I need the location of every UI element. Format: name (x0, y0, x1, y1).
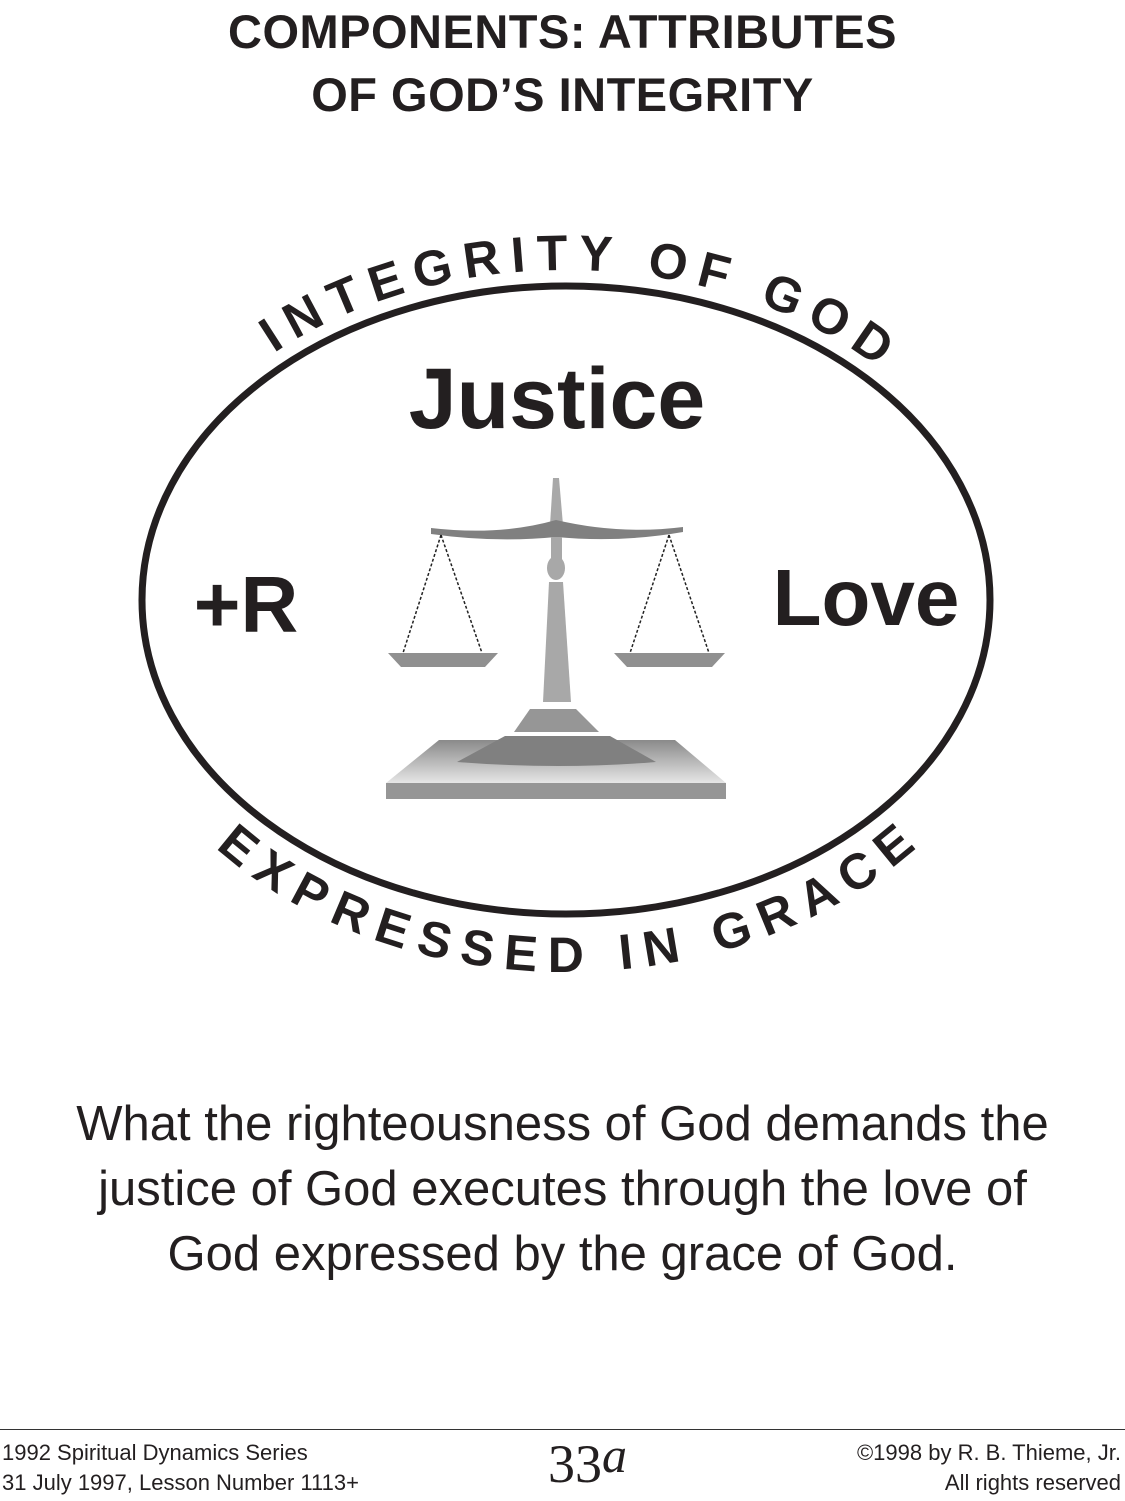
copyright: ©1998 by R. B. Thieme, Jr. (856, 1440, 1121, 1465)
scales-of-justice-icon (386, 478, 726, 799)
justice-label: Justice (409, 351, 705, 447)
integrity-ellipse (138, 282, 994, 918)
page-title: COMPONENTS: ATTRIBUTES OF GOD’S INTEGRIT… (0, 0, 1125, 126)
footer-right: ©1998 by R. B. Thieme, Jr. All rights re… (857, 1438, 1121, 1498)
righteousness-label: +R (194, 560, 299, 649)
series-name: 1992 Spiritual Dynamics Series (2, 1440, 308, 1465)
body-line-3: God expressed by the grace of God. (167, 1227, 958, 1281)
integrity-diagram: INTEGRITY OF GOD EXPRESSED IN GRACE Just… (138, 225, 994, 983)
body-line-2: justice of God executes through the love… (98, 1162, 1027, 1216)
body-paragraph: What the righteousness of God demands th… (0, 1092, 1125, 1287)
page-number-suffix: a (602, 1427, 627, 1483)
body-line-1: What the righteousness of God demands th… (76, 1097, 1049, 1151)
footer-divider (0, 1429, 1125, 1430)
title-line-2: OF GOD’S INTEGRITY (311, 68, 814, 121)
lesson-info: 31 July 1997, Lesson Number 1113+ (2, 1470, 359, 1495)
page-number: 33a (548, 1427, 627, 1501)
footer-left: 1992 Spiritual Dynamics Series 31 July 1… (2, 1438, 359, 1498)
page-number-digits: 33 (548, 1434, 602, 1494)
rights-reserved: All rights reserved (944, 1470, 1121, 1495)
title-line-1: COMPONENTS: ATTRIBUTES (228, 5, 897, 58)
arc-bottom-label: EXPRESSED IN GRACE (208, 813, 924, 983)
love-label: Love (773, 553, 960, 642)
